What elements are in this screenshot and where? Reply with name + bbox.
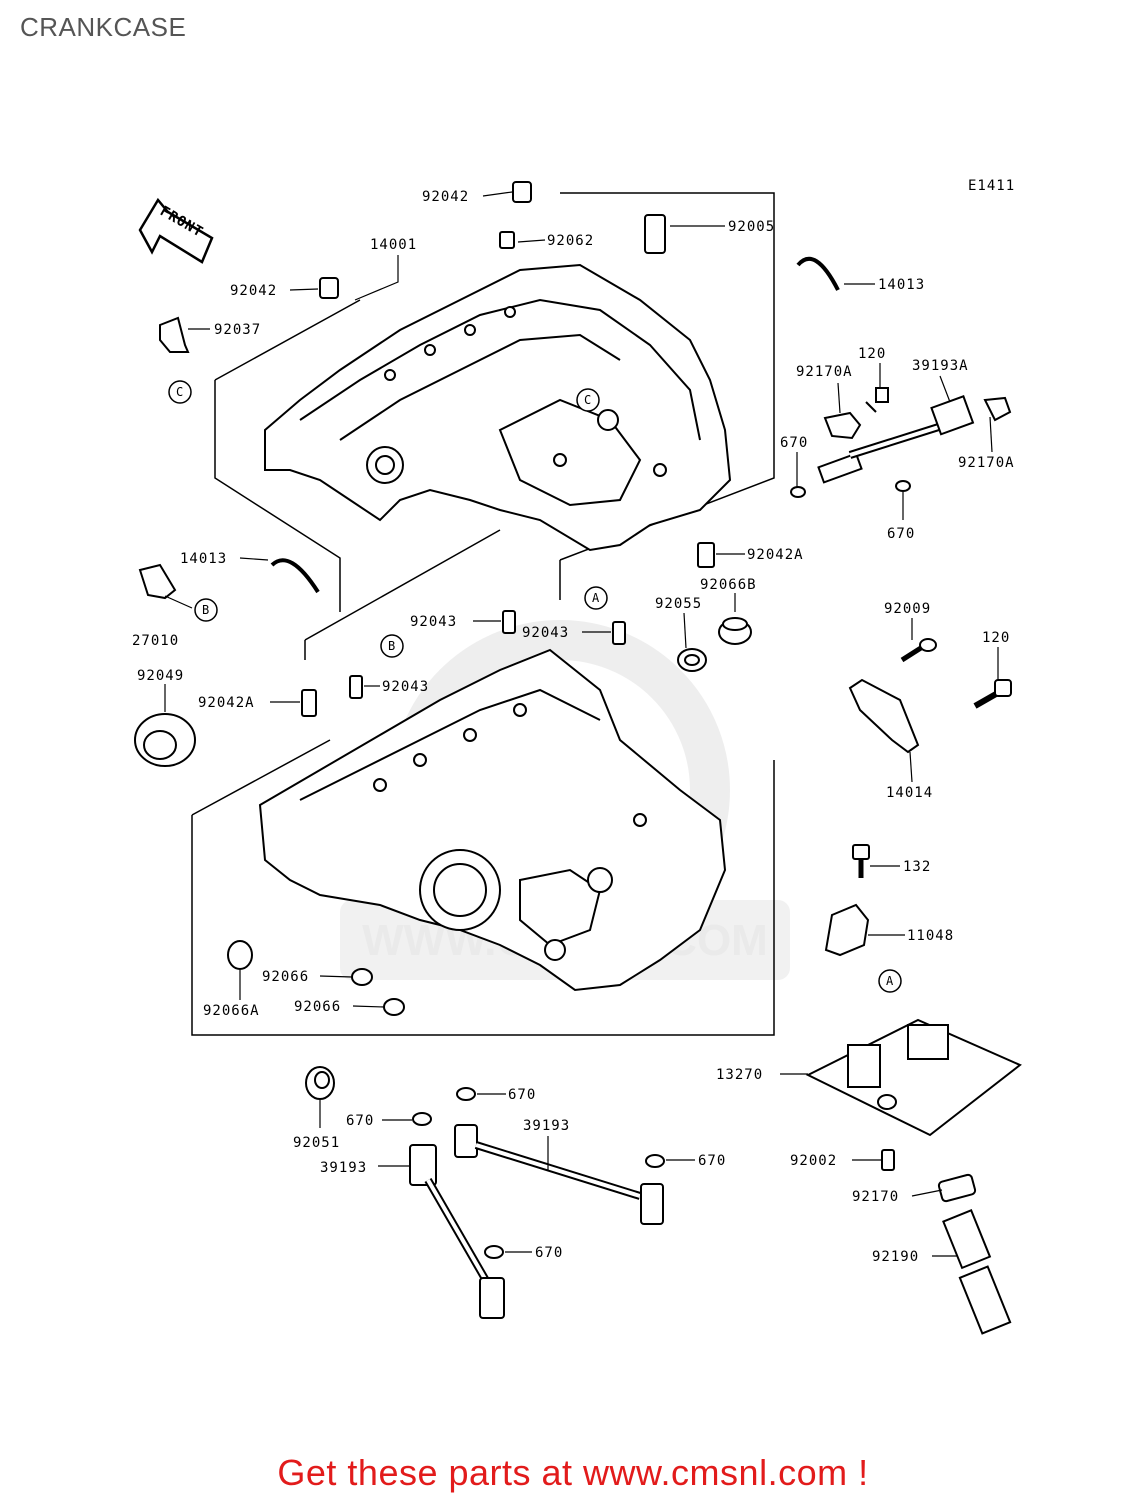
part-label: 132 bbox=[903, 859, 931, 875]
callout-b-lower: B bbox=[388, 639, 395, 653]
part-label: 14014 bbox=[886, 785, 933, 801]
part-label: 120 bbox=[858, 346, 886, 362]
callout-a-case: A bbox=[592, 591, 600, 605]
part-label: 92043 bbox=[522, 625, 569, 641]
lower-case-frame bbox=[191, 640, 775, 1036]
part-label: 92043 bbox=[382, 679, 429, 695]
part-label: 92005 bbox=[728, 219, 775, 235]
part-label: 13270 bbox=[716, 1067, 763, 1083]
part-label: 92043 bbox=[410, 614, 457, 630]
footer-shop-link[interactable]: Get these parts at www.cmsnl.com ! bbox=[277, 1452, 869, 1493]
front-arrow-icon: FRONT bbox=[138, 197, 214, 264]
part-label: 92042A bbox=[198, 695, 255, 711]
part-label: 92009 bbox=[884, 601, 931, 617]
part-label: 92066B bbox=[700, 577, 757, 593]
small-parts bbox=[134, 181, 1022, 1335]
parts-diagram: WWW.CMSNL.COM FRONT E1411 bbox=[132, 178, 1022, 1335]
part-label: 92042A bbox=[747, 547, 804, 563]
callout-c-left: C bbox=[176, 385, 183, 399]
part-label: 670 bbox=[887, 526, 915, 542]
part-label: 27010 bbox=[132, 633, 179, 649]
leader-lines bbox=[164, 191, 999, 1257]
part-label: 39193A bbox=[912, 358, 969, 374]
part-label: 92037 bbox=[214, 322, 261, 338]
part-labels: 92042 92005 14001 92062 92042 92037 1401… bbox=[132, 189, 1015, 1265]
callout-c-case: C bbox=[584, 393, 591, 407]
part-label: 92042 bbox=[422, 189, 469, 205]
callout-markers bbox=[168, 380, 902, 993]
part-label: 92062 bbox=[547, 233, 594, 249]
page-title: CRANKCASE bbox=[20, 12, 187, 42]
part-label: 92170 bbox=[852, 1189, 899, 1205]
part-label: 14001 bbox=[370, 237, 417, 253]
part-label: 92170A bbox=[796, 364, 853, 380]
part-label: 670 bbox=[535, 1245, 563, 1261]
part-label: 92066 bbox=[294, 999, 341, 1015]
part-label: 92042 bbox=[230, 283, 277, 299]
part-label: 120 bbox=[982, 630, 1010, 646]
part-label: 92002 bbox=[790, 1153, 837, 1169]
part-label: 14013 bbox=[878, 277, 925, 293]
part-label: 92190 bbox=[872, 1249, 919, 1265]
part-label: 14013 bbox=[180, 551, 227, 567]
diagram-code: E1411 bbox=[968, 178, 1015, 194]
part-label: 92170A bbox=[958, 455, 1015, 471]
part-label: 92049 bbox=[137, 668, 184, 684]
part-label: 39193 bbox=[523, 1118, 570, 1134]
part-label: 39193 bbox=[320, 1160, 367, 1176]
part-label: 670 bbox=[508, 1087, 536, 1103]
part-label: 92055 bbox=[655, 596, 702, 612]
part-label: 92051 bbox=[293, 1135, 340, 1151]
callout-a-plate: A bbox=[886, 974, 894, 988]
part-label: 92066 bbox=[262, 969, 309, 985]
upper-crankcase bbox=[264, 263, 732, 552]
part-label: 670 bbox=[698, 1153, 726, 1169]
part-label: 92066A bbox=[203, 1003, 260, 1019]
callout-b-sensor: B bbox=[202, 603, 209, 617]
part-label: 670 bbox=[346, 1113, 374, 1129]
part-label: 670 bbox=[780, 435, 808, 451]
part-label: 11048 bbox=[907, 928, 954, 944]
lower-crankcase bbox=[258, 648, 727, 992]
